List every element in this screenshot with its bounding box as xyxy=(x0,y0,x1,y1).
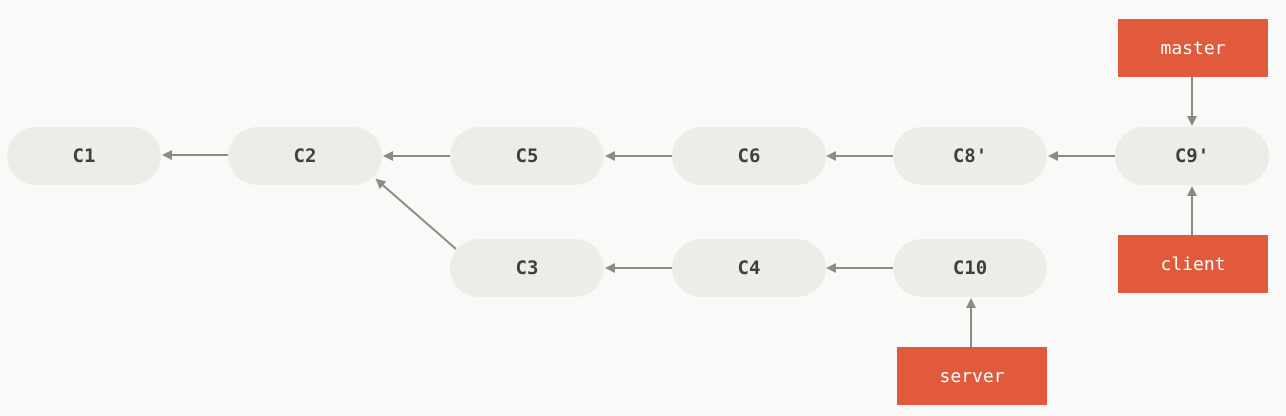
branch-ref-server: server xyxy=(897,347,1047,405)
commit-c5: C5 xyxy=(450,127,604,185)
commit-c10: C10 xyxy=(893,239,1047,297)
commit-c9-prime: C9' xyxy=(1115,127,1269,185)
commit-c2: C2 xyxy=(228,127,382,185)
commit-c4: C4 xyxy=(672,239,826,297)
commit-c8-prime: C8' xyxy=(893,127,1047,185)
branch-ref-client: client xyxy=(1118,235,1268,293)
commit-c1: C1 xyxy=(7,127,161,185)
branch-ref-master: master xyxy=(1118,19,1268,77)
commit-c6: C6 xyxy=(672,127,826,185)
arrow-c3-to-c2 xyxy=(375,178,457,250)
commit-c3: C3 xyxy=(450,239,604,297)
